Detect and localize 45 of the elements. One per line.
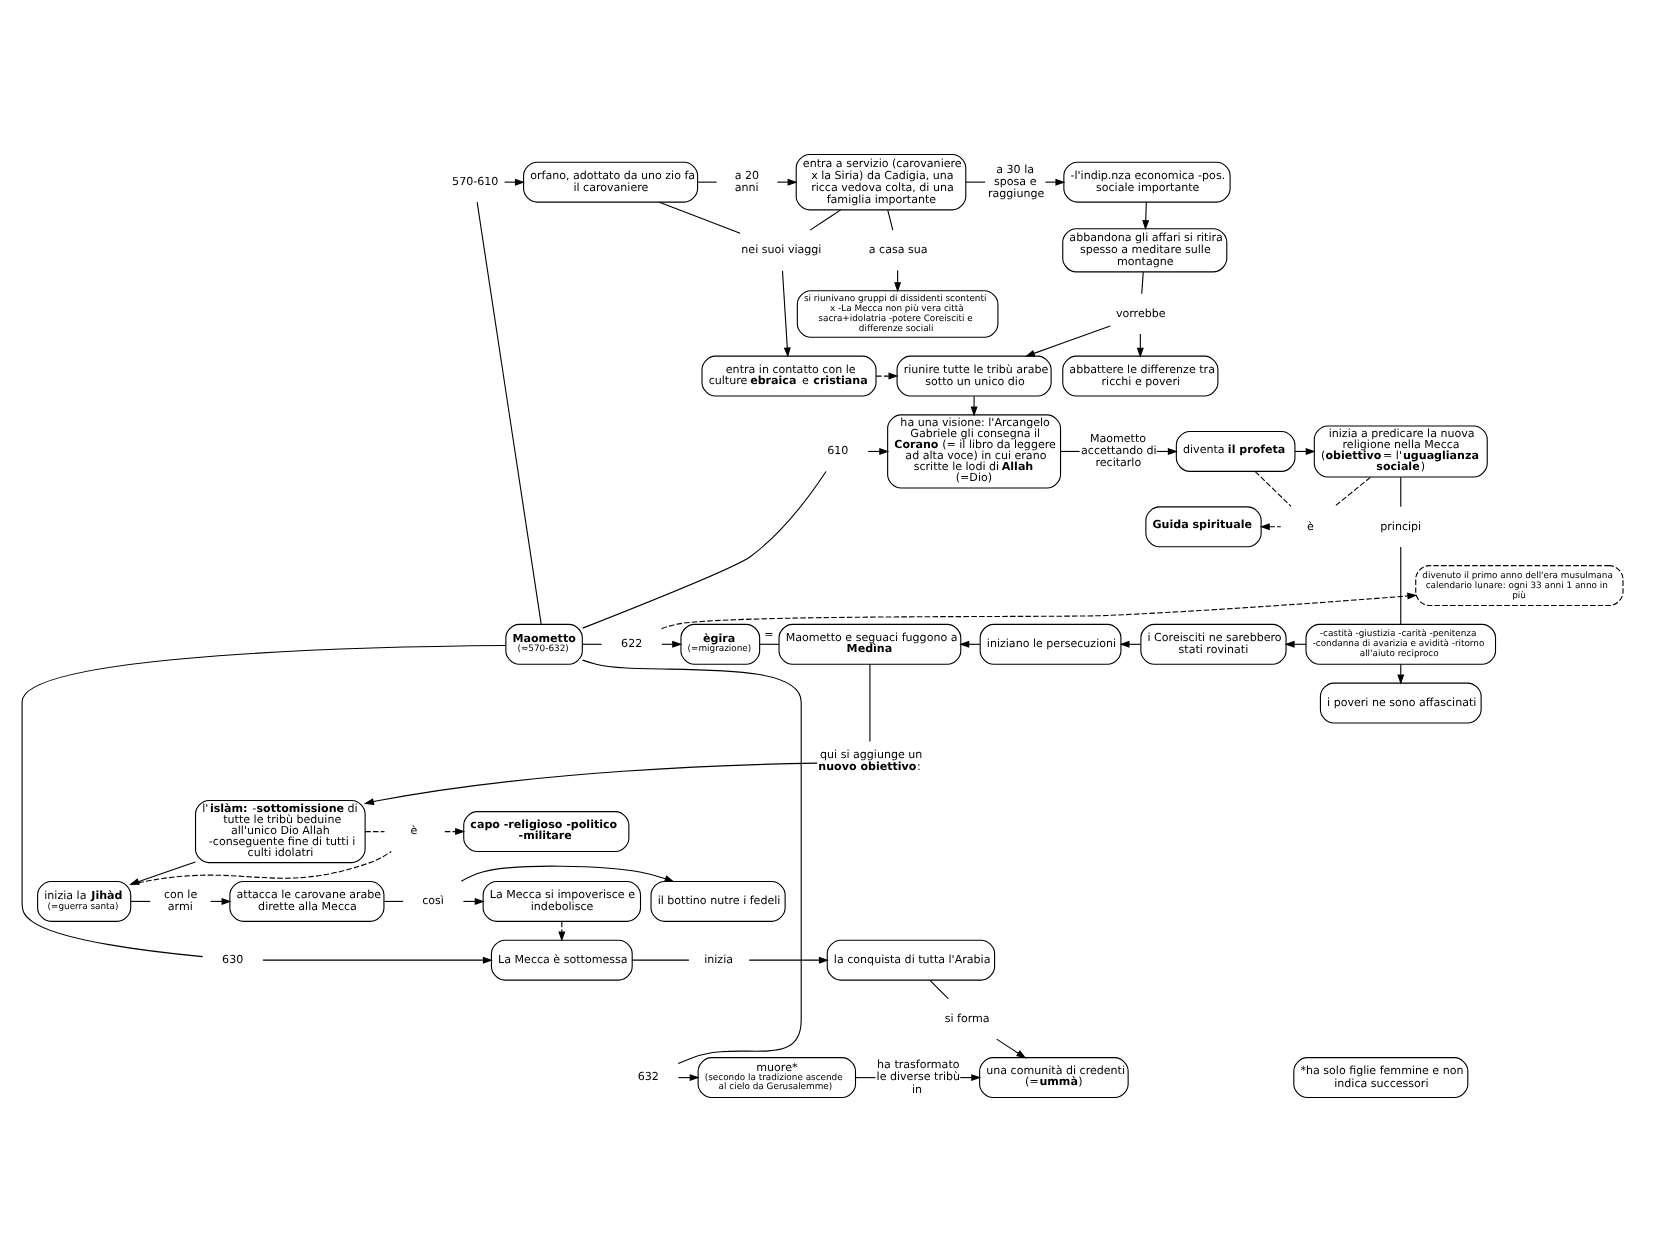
connector [855, 1076, 876, 1078]
connector [1333, 475, 1371, 507]
connector [582, 658, 802, 1064]
connector [658, 200, 741, 233]
arrow [558, 920, 566, 941]
arrow [1024, 324, 1111, 356]
arrow [460, 864, 675, 881]
connector [1400, 475, 1402, 507]
connector [476, 200, 542, 624]
connector [965, 180, 986, 182]
arrow [444, 827, 466, 835]
arrow [748, 955, 829, 963]
arrow [462, 896, 485, 904]
arrow [1259, 522, 1282, 530]
connector [887, 208, 894, 230]
arrow [996, 1037, 1027, 1058]
connector [1141, 270, 1144, 294]
connector [383, 899, 404, 901]
arrow [1044, 177, 1066, 185]
arrow [504, 177, 525, 185]
arrow [262, 955, 493, 963]
connector [1060, 449, 1081, 451]
arrow [1142, 200, 1150, 230]
arrow [776, 177, 798, 185]
arrow [875, 371, 899, 379]
arrow [1294, 446, 1316, 454]
connector [929, 978, 949, 999]
arrow [661, 591, 1418, 629]
connector [759, 642, 780, 644]
arrow [363, 761, 818, 804]
connector [1254, 470, 1292, 506]
arrow [959, 639, 981, 647]
arrow [970, 394, 978, 416]
connector [697, 180, 718, 182]
connector [581, 642, 603, 644]
connector [364, 830, 385, 832]
arrow [781, 269, 791, 357]
connector [1400, 545, 1402, 624]
connector [809, 208, 842, 230]
connector [21, 643, 507, 957]
connector [130, 899, 151, 901]
connector [869, 662, 871, 742]
arrow [677, 1073, 700, 1081]
connector [631, 958, 690, 960]
connector [582, 469, 827, 628]
